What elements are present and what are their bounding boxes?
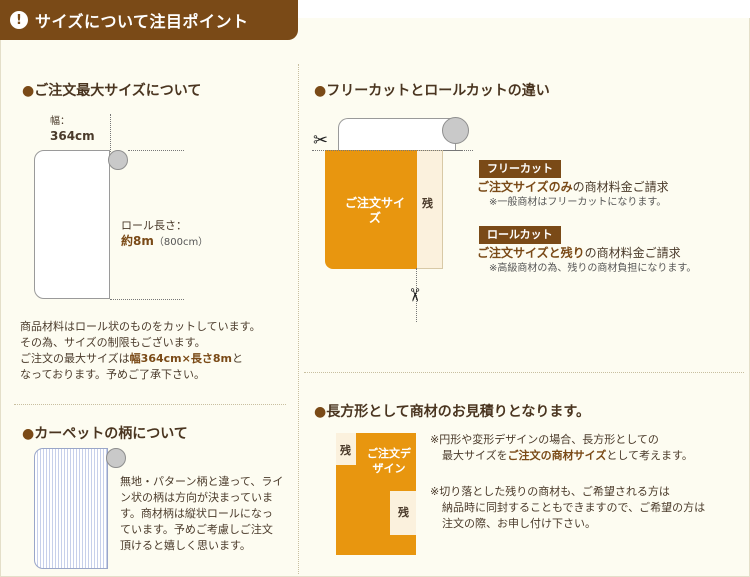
roll-cut-note: ※高級商材の為、残りの商材負担になります。 xyxy=(489,263,697,274)
order-size-area xyxy=(325,150,417,269)
bullet-dot-icon: ● xyxy=(314,83,327,99)
heading-cut-diff: ●フリーカットとロールカットの違い xyxy=(314,80,550,100)
right-divider xyxy=(304,372,744,373)
left-divider xyxy=(14,404,286,405)
page-title: サイズについて注目ポイント xyxy=(35,12,249,31)
rect-note1-b: 最大サイズをご注文の商材サイズとして考えます。 xyxy=(442,448,693,464)
free-cut-desc: ご注文サイズのみの商材料金ご請求 xyxy=(477,179,669,195)
heading-rectangle-text: 長方形として商材のお見積りとなります。 xyxy=(326,404,590,420)
rect-note2-c: 注文の際、お申し付け下さい。 xyxy=(442,517,596,530)
pattern-body-5: 頂けると嬉しく思います。 xyxy=(120,539,251,552)
rect-note1-b-post: として考えます。 xyxy=(606,449,693,462)
pattern-body-2: ン状の柄は方向が決まっていま xyxy=(120,491,274,504)
pattern-body-1: 無地・パターン柄と違って、ライ xyxy=(120,475,284,488)
free-cut-note: ※一般商材はフリーカットになります。 xyxy=(489,197,667,208)
top-strip xyxy=(298,0,750,18)
heading-cut-diff-text: フリーカットとロールカットの違い xyxy=(326,83,550,99)
roll-icon xyxy=(106,448,126,468)
striped-roll-sheet xyxy=(34,448,108,569)
max-size-body-4: なっております。予めご了承下さい。 xyxy=(20,368,206,381)
width-guide xyxy=(110,114,111,152)
max-size-body-3: ご注文の最大サイズは幅364cm×長さ8mと xyxy=(20,351,243,367)
pattern-body-4: ています。予めご考慮しご注文 xyxy=(120,523,273,536)
free-cut-desc-strong: ご注文サイズのみ xyxy=(477,180,573,194)
heading-max-size: ●ご注文最大サイズについて xyxy=(22,80,201,100)
max-size-sheet xyxy=(34,150,110,299)
length-guide-top xyxy=(128,150,184,151)
bullet-dot-icon: ● xyxy=(314,404,327,420)
free-cut-desc-rest: の商材料金ご請求 xyxy=(572,180,669,194)
length-label: ロール長さ： xyxy=(121,219,187,232)
width-label: 幅： xyxy=(50,116,70,127)
rect-design-label: ご注文デザイン xyxy=(367,447,411,475)
exclamation-icon: ! xyxy=(10,11,28,29)
length-note: （800cm） xyxy=(153,237,209,248)
remain-area xyxy=(417,150,443,269)
max-size-body-2: その為、サイズの制限もございます。 xyxy=(20,336,206,349)
heading-pattern-text: カーペットの柄について xyxy=(34,426,188,442)
section-title-tab: ! サイズについて注目ポイント xyxy=(0,0,298,40)
heading-max-size-text: ご注文最大サイズについて xyxy=(34,83,202,99)
length-value: 約8m xyxy=(121,234,154,248)
cut-line-top xyxy=(312,150,462,151)
vertical-divider xyxy=(298,64,299,574)
rect-remain-lower xyxy=(390,491,416,535)
heading-rectangle: ●長方形として商材のお見積りとなります。 xyxy=(314,401,590,421)
rect-note1-b-strong: ご注文の商材サイズ xyxy=(507,449,607,462)
pattern-body-3: す。商材柄は縦状ロールになっ xyxy=(120,507,273,520)
cut-line-bottom xyxy=(416,268,417,322)
bullet-dot-icon: ● xyxy=(22,426,35,442)
scissors-icon: ✂ xyxy=(403,287,425,303)
roll-icon xyxy=(108,150,128,170)
max-size-body-3a: ご注文の最大サイズは xyxy=(20,352,130,365)
rect-note1-a: ※円形や変形デザインの場合、長方形としての xyxy=(430,433,659,446)
roll-cut-badge: ロールカット xyxy=(479,226,561,244)
scissors-icon: ✂ xyxy=(313,130,329,151)
rect-note2-a: ※切り落とした残りの商材も、ご希望される方は xyxy=(430,485,670,498)
cut-line-right xyxy=(443,150,473,151)
free-cut-badge: フリーカット xyxy=(479,160,561,178)
max-size-body-3b: 幅364cm×長さ8m xyxy=(129,352,232,365)
roll-cut-desc: ご注文サイズと残りの商材料金ご請求 xyxy=(477,245,681,261)
rect-design-lower xyxy=(336,465,390,555)
roll-cut-desc-rest: の商材料金ご請求 xyxy=(584,246,681,260)
length-guide-bottom xyxy=(110,299,184,300)
max-size-body-1: 商品材料はロール状のものをカットしています。 xyxy=(20,320,261,333)
roll-cut-desc-strong: ご注文サイズと残り xyxy=(477,246,585,260)
remain-label: 残 xyxy=(422,197,433,210)
order-size-label: ご注文サイズ xyxy=(344,196,405,225)
rect-remain-label-bottom: 残 xyxy=(398,506,409,519)
max-size-body-3c: と xyxy=(231,352,243,365)
bullet-dot-icon: ● xyxy=(22,83,35,99)
width-value: 364cm xyxy=(50,129,95,143)
rect-note1-b-pre: 最大サイズを xyxy=(442,449,508,462)
cut-roll-top xyxy=(338,118,456,150)
length-value-row: 約8m（800cm） xyxy=(121,233,208,251)
heading-pattern: ●カーペットの柄について xyxy=(22,423,188,443)
rect-note2-b: 納品時に同封することもできますので、ご希望の方は xyxy=(442,501,706,514)
rect-remain-label-top: 残 xyxy=(340,444,351,457)
roll-icon xyxy=(442,117,469,144)
